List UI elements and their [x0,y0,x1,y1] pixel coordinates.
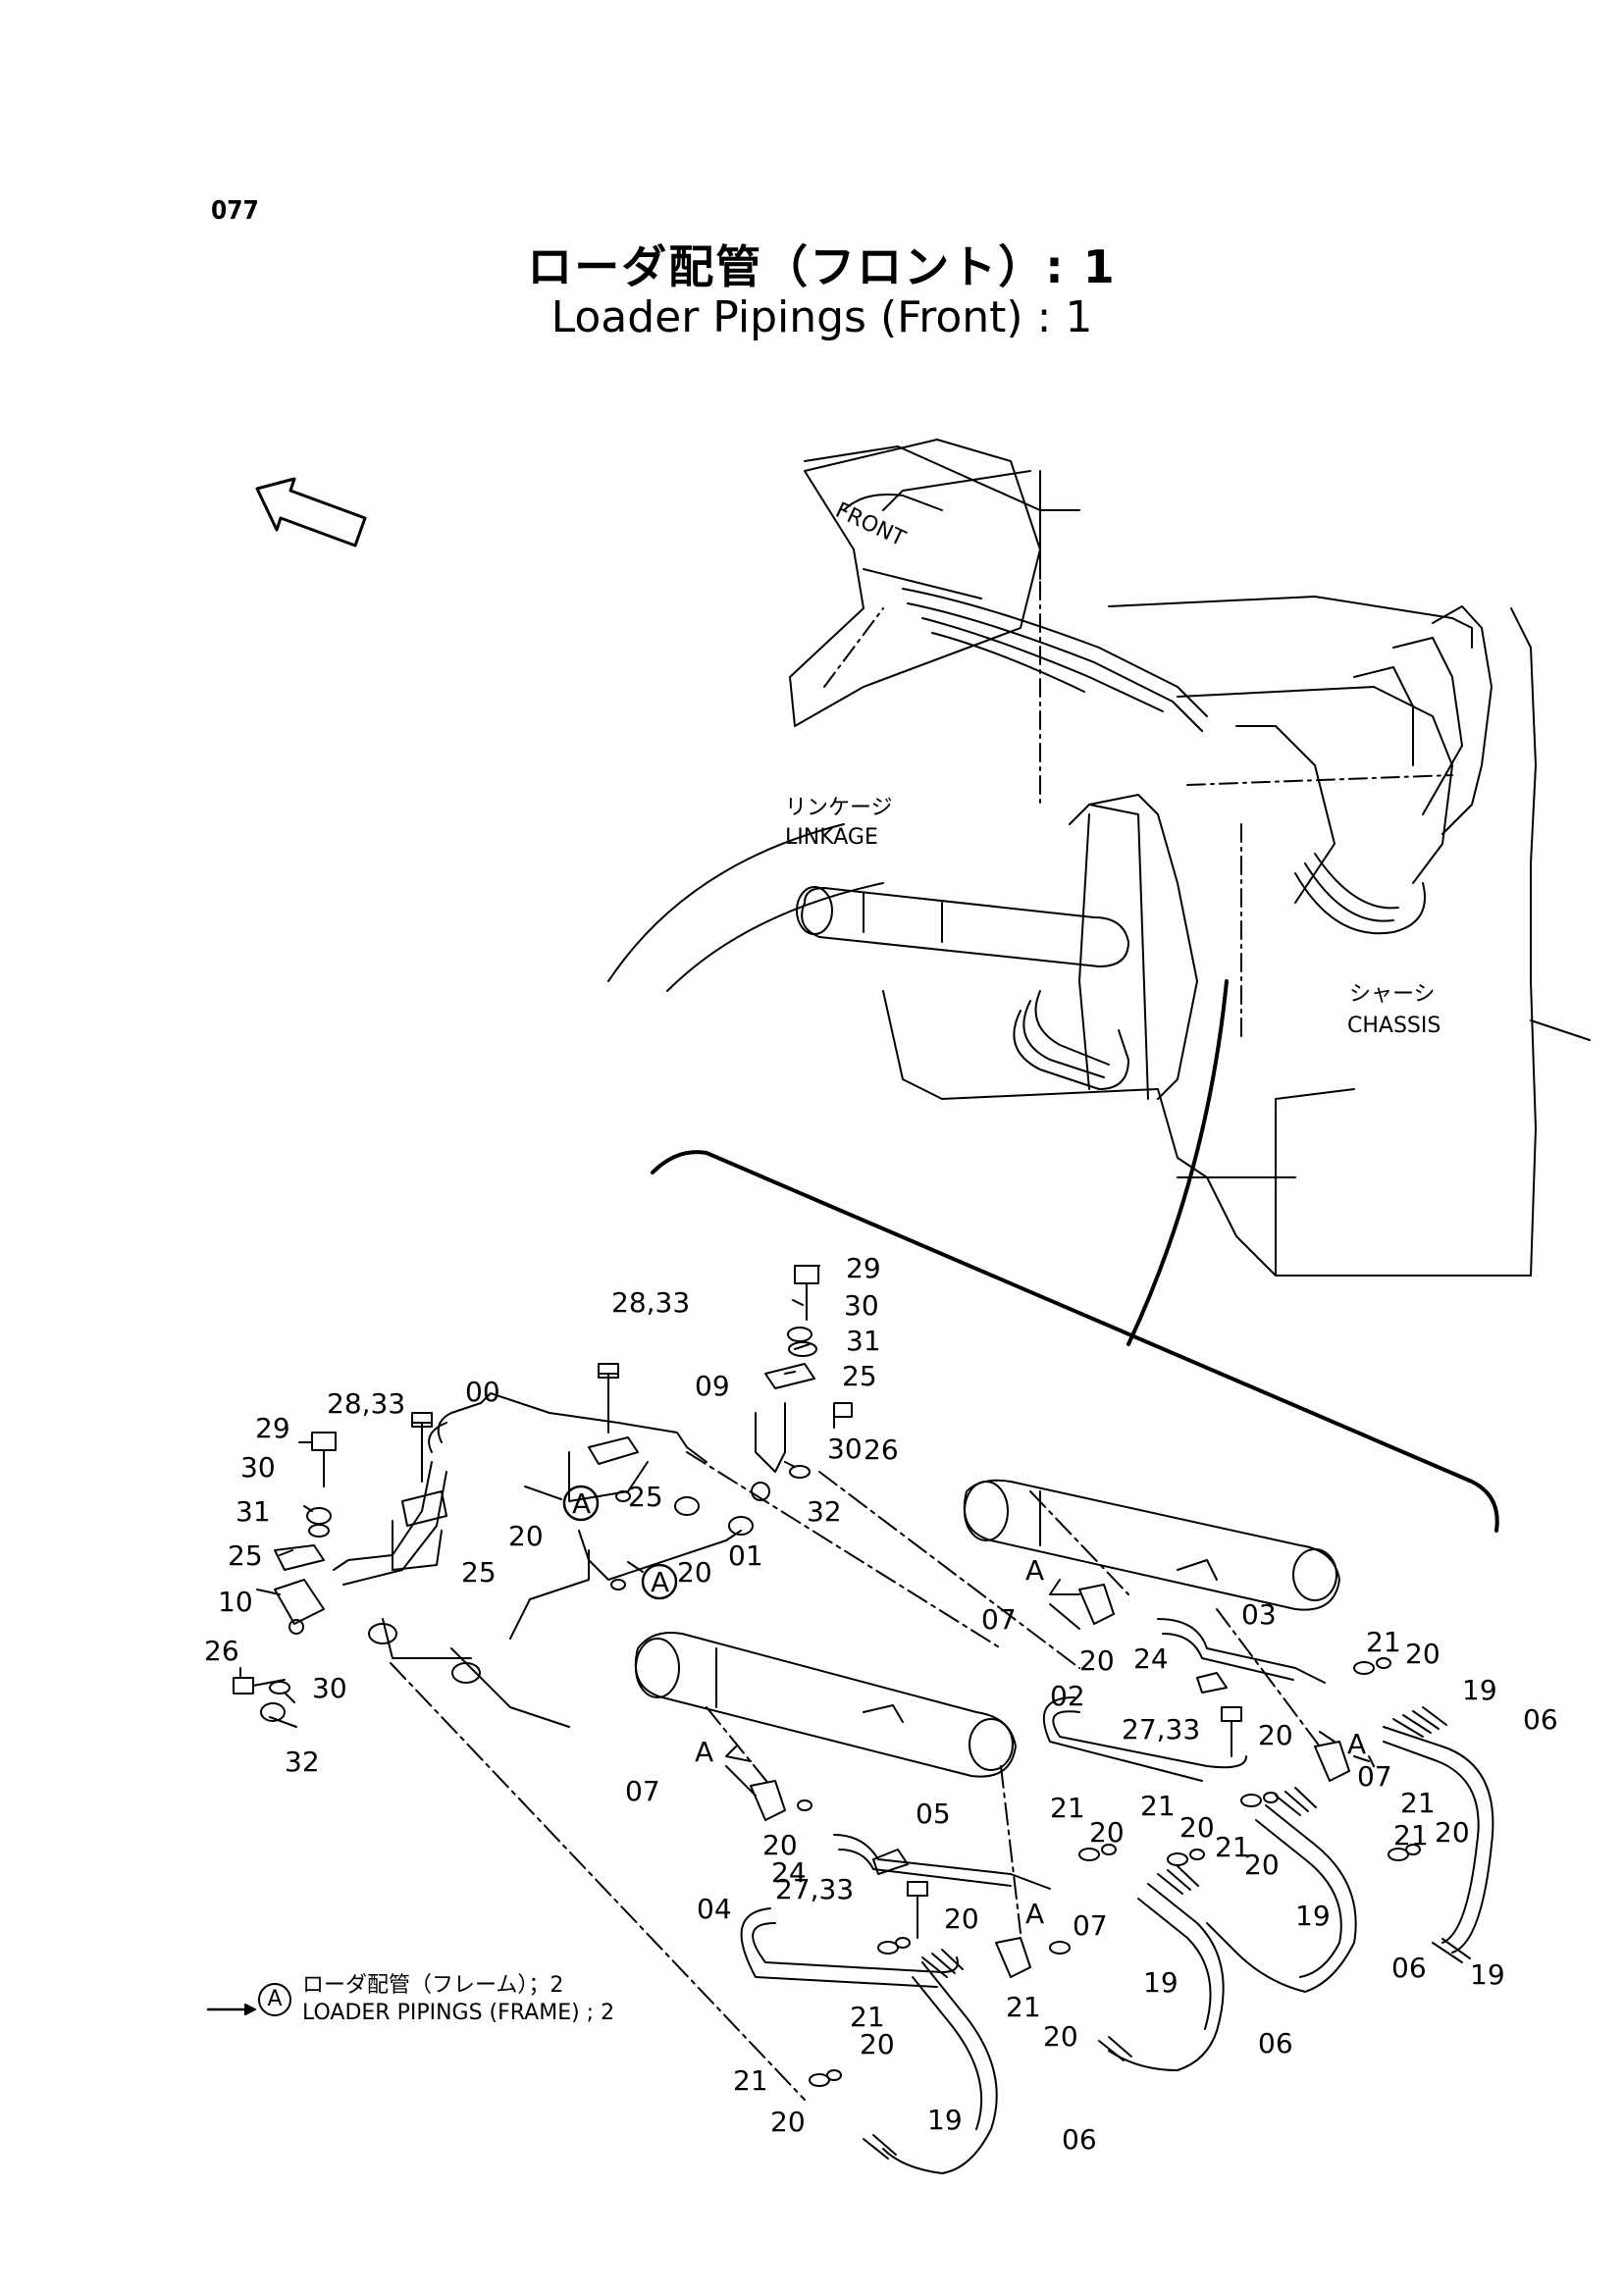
page-number: 077 [211,196,259,226]
callout: 02 [1050,1680,1085,1712]
callout: 09 [695,1370,730,1402]
callout: 10 [218,1586,253,1618]
linkage-label-en: LINKAGE [785,825,878,850]
callout: 21 [1215,1831,1250,1863]
callout: 19 [927,2104,963,2136]
callout: 21 [1366,1626,1401,1658]
chassis-label-en: CHASSIS [1347,1014,1441,1038]
callout: 21 [1050,1792,1085,1824]
callout: 30 [827,1433,863,1465]
callout: 21 [733,2064,768,2097]
callout: 21 [1400,1787,1436,1819]
callout: 26 [864,1434,899,1466]
callout: 20 [1079,1644,1115,1677]
cross-reference-note: A ローダ配管（フレーム）；2 LOADER PIPINGS (FRAME) ;… [208,1972,614,2027]
callout: 20 [1435,1816,1470,1849]
callout: A [651,1566,669,1598]
exploded-parts [233,1265,1494,2174]
callout: 01 [728,1539,763,1572]
callout: 20 [1244,1849,1280,1881]
front-label: FRONT [831,498,909,552]
callout: 28,33 [327,1387,405,1420]
callout: 21 [1006,1991,1041,2023]
callout: 20 [1405,1638,1441,1670]
callout: 20 [944,1903,979,1935]
callout: 20 [508,1520,544,1552]
callout: 24 [771,1856,807,1889]
chassis-label-jp: シャーシ [1349,982,1436,1007]
callout: 24 [1133,1642,1169,1675]
callout: 07 [625,1775,660,1807]
callout: 06 [1391,1952,1427,1984]
callout: 06 [1062,2123,1097,2156]
callout: 31 [236,1495,271,1528]
callout: 00 [465,1376,500,1408]
callout: 21 [1140,1790,1176,1822]
callout: 06 [1258,2027,1293,2059]
callout: 19 [1462,1674,1497,1706]
title-japanese: ローダ配管（フロント）: 1 [527,240,1117,293]
callout: 07 [1073,1909,1108,1942]
callout: 21 [850,2001,885,2033]
callout: A [1347,1728,1366,1760]
callout: 25 [628,1481,663,1513]
callout: 07 [1357,1760,1392,1793]
callout: 03 [1241,1598,1277,1631]
callout: 25 [461,1556,497,1589]
callout: 31 [846,1325,881,1357]
callout: 07 [981,1603,1017,1636]
callout: 19 [1470,1958,1505,1991]
callout: 20 [1043,2020,1078,2053]
linkage-label-jp: リンケージ [785,796,893,820]
callout: A [1025,1554,1044,1587]
title-english: Loader Pipings (Front) : 1 [550,292,1093,342]
callout: 20 [677,1556,712,1589]
note-jp: ローダ配管（フレーム）；2 [302,1973,564,1998]
callout: 29 [846,1252,881,1284]
callout: 21 [1393,1819,1429,1851]
machine-illustration [607,439,1591,1346]
front-arrow-icon [255,477,367,547]
callout: 20 [860,2028,895,2060]
callout: 25 [842,1360,877,1392]
callout: 29 [255,1412,290,1444]
callout: 32 [807,1495,842,1528]
note-en: LOADER PIPINGS (FRAME) ; 2 [302,2001,615,2025]
callout: 19 [1295,1900,1331,1932]
callout: 06 [1523,1703,1558,1736]
callout: A [695,1736,713,1768]
callout: 20 [770,2106,806,2138]
marker-a-icon: A [258,1983,291,2016]
detail-boundary-line [651,1150,1499,1533]
callout: A [572,1487,591,1520]
callout: 28,33 [611,1286,690,1319]
callout: 04 [697,1893,732,1925]
callout: 20 [1258,1719,1293,1751]
callout: 19 [1143,1966,1179,1999]
callout: 32 [285,1746,320,1778]
callout: 27,33 [775,1873,854,1905]
callout: 30 [312,1672,347,1704]
callout: 20 [1179,1811,1215,1844]
callout: 30 [240,1451,276,1484]
callout: A [1025,1898,1044,1930]
callout: 20 [762,1829,798,1861]
callout: 05 [916,1798,951,1830]
callout: 26 [204,1635,239,1667]
callout: 25 [228,1539,263,1572]
callout: 30 [844,1289,879,1322]
callout: 20 [1089,1816,1125,1849]
callout: 27,33 [1122,1713,1200,1746]
